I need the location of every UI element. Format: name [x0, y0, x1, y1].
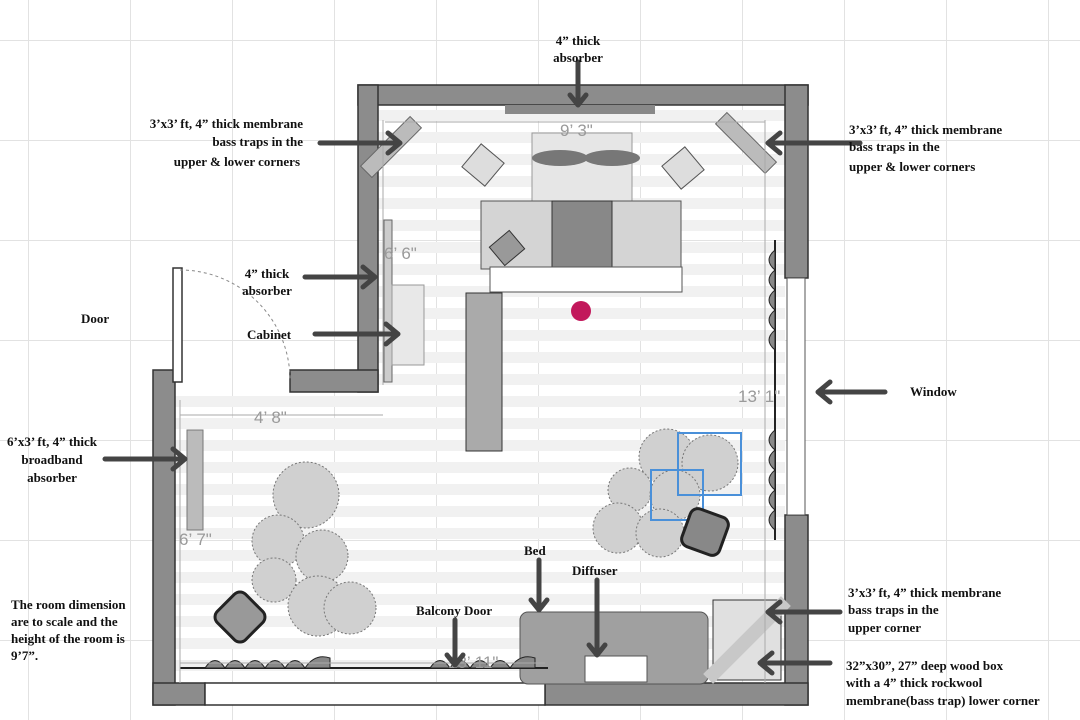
broadband-absorber [186, 429, 204, 531]
keyboard-controller [489, 266, 683, 293]
dimension-lines [179, 120, 766, 683]
desk-device [488, 229, 526, 267]
plant-left [532, 150, 588, 166]
plant-right [584, 150, 640, 166]
dim-lower-left-depth: 6’ 7" [179, 530, 212, 549]
selection-box-2 [650, 469, 704, 521]
speaker-right [661, 146, 705, 190]
balcony-door-frame [204, 682, 546, 706]
selection-box-1 [677, 432, 742, 496]
monitor-stand [531, 132, 633, 202]
label-cabinet: Cabinet [247, 327, 292, 342]
label-door: Door [81, 311, 109, 326]
furniture [180, 105, 791, 685]
bass-trap-upper-right [714, 111, 778, 175]
walls [152, 84, 809, 706]
label-diffuser: Diffuser [572, 563, 618, 578]
window-frame [786, 277, 806, 516]
rugs [251, 428, 739, 637]
dim-right-length: 13’ 1" [738, 387, 780, 406]
bass-trap-lower-right [703, 596, 791, 684]
label-window: Window [910, 384, 957, 399]
label-bed: Bed [524, 543, 546, 558]
top-absorber-panel [505, 105, 655, 114]
desk-monitors [551, 200, 613, 268]
bed [519, 611, 709, 685]
speaker-left [461, 143, 505, 187]
dim-step-width: 4’ 8" [254, 408, 287, 427]
label-balcony-door: Balcony Door [416, 603, 492, 618]
chair-right [680, 507, 730, 557]
annotation-arrows [102, 59, 888, 676]
listening-spot [571, 301, 591, 321]
entry-door [172, 267, 291, 383]
chair-left [213, 590, 267, 644]
dim-top-width: 9’ 3" [560, 121, 593, 140]
diffuser-panel [584, 655, 648, 683]
piano-keyboard [465, 292, 503, 452]
dim-upper-left-depth: 6’ 6" [384, 244, 417, 263]
cabinet [391, 284, 425, 366]
